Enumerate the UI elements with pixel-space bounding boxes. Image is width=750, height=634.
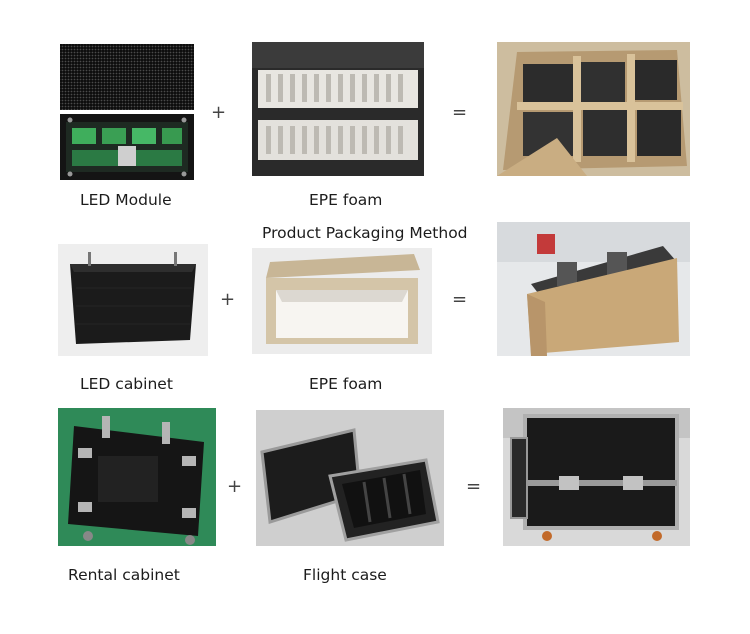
epe-foam-sleeve-photo [252, 248, 432, 354]
flight-case-open-photo [256, 410, 444, 546]
packed-cabinet-box-photo [497, 222, 690, 356]
rental-cabinet-photo [58, 408, 216, 546]
equals-operator: = [452, 289, 468, 310]
epe-foam-label-1: EPE foam [309, 191, 383, 209]
rental-cabinet-label: Rental cabinet [68, 566, 180, 584]
flight-case-closed-photo [503, 408, 690, 546]
plus-operator: + [211, 102, 227, 123]
led-cabinet-photo [58, 244, 208, 356]
epe-foam-label-2: EPE foam [309, 375, 383, 393]
led-cabinet-label: LED cabinet [80, 375, 173, 393]
led-module-label: LED Module [80, 191, 172, 209]
equals-operator: = [452, 102, 468, 123]
page-title: Product Packaging Method [262, 224, 468, 242]
led-module-photo [58, 42, 196, 182]
plus-operator: + [227, 476, 243, 497]
plus-operator: + [220, 289, 236, 310]
carton-boxes-photo [497, 42, 690, 176]
epe-foam-strips-photo [252, 42, 424, 176]
flight-case-label: Flight case [303, 566, 387, 584]
equals-operator: = [466, 476, 482, 497]
